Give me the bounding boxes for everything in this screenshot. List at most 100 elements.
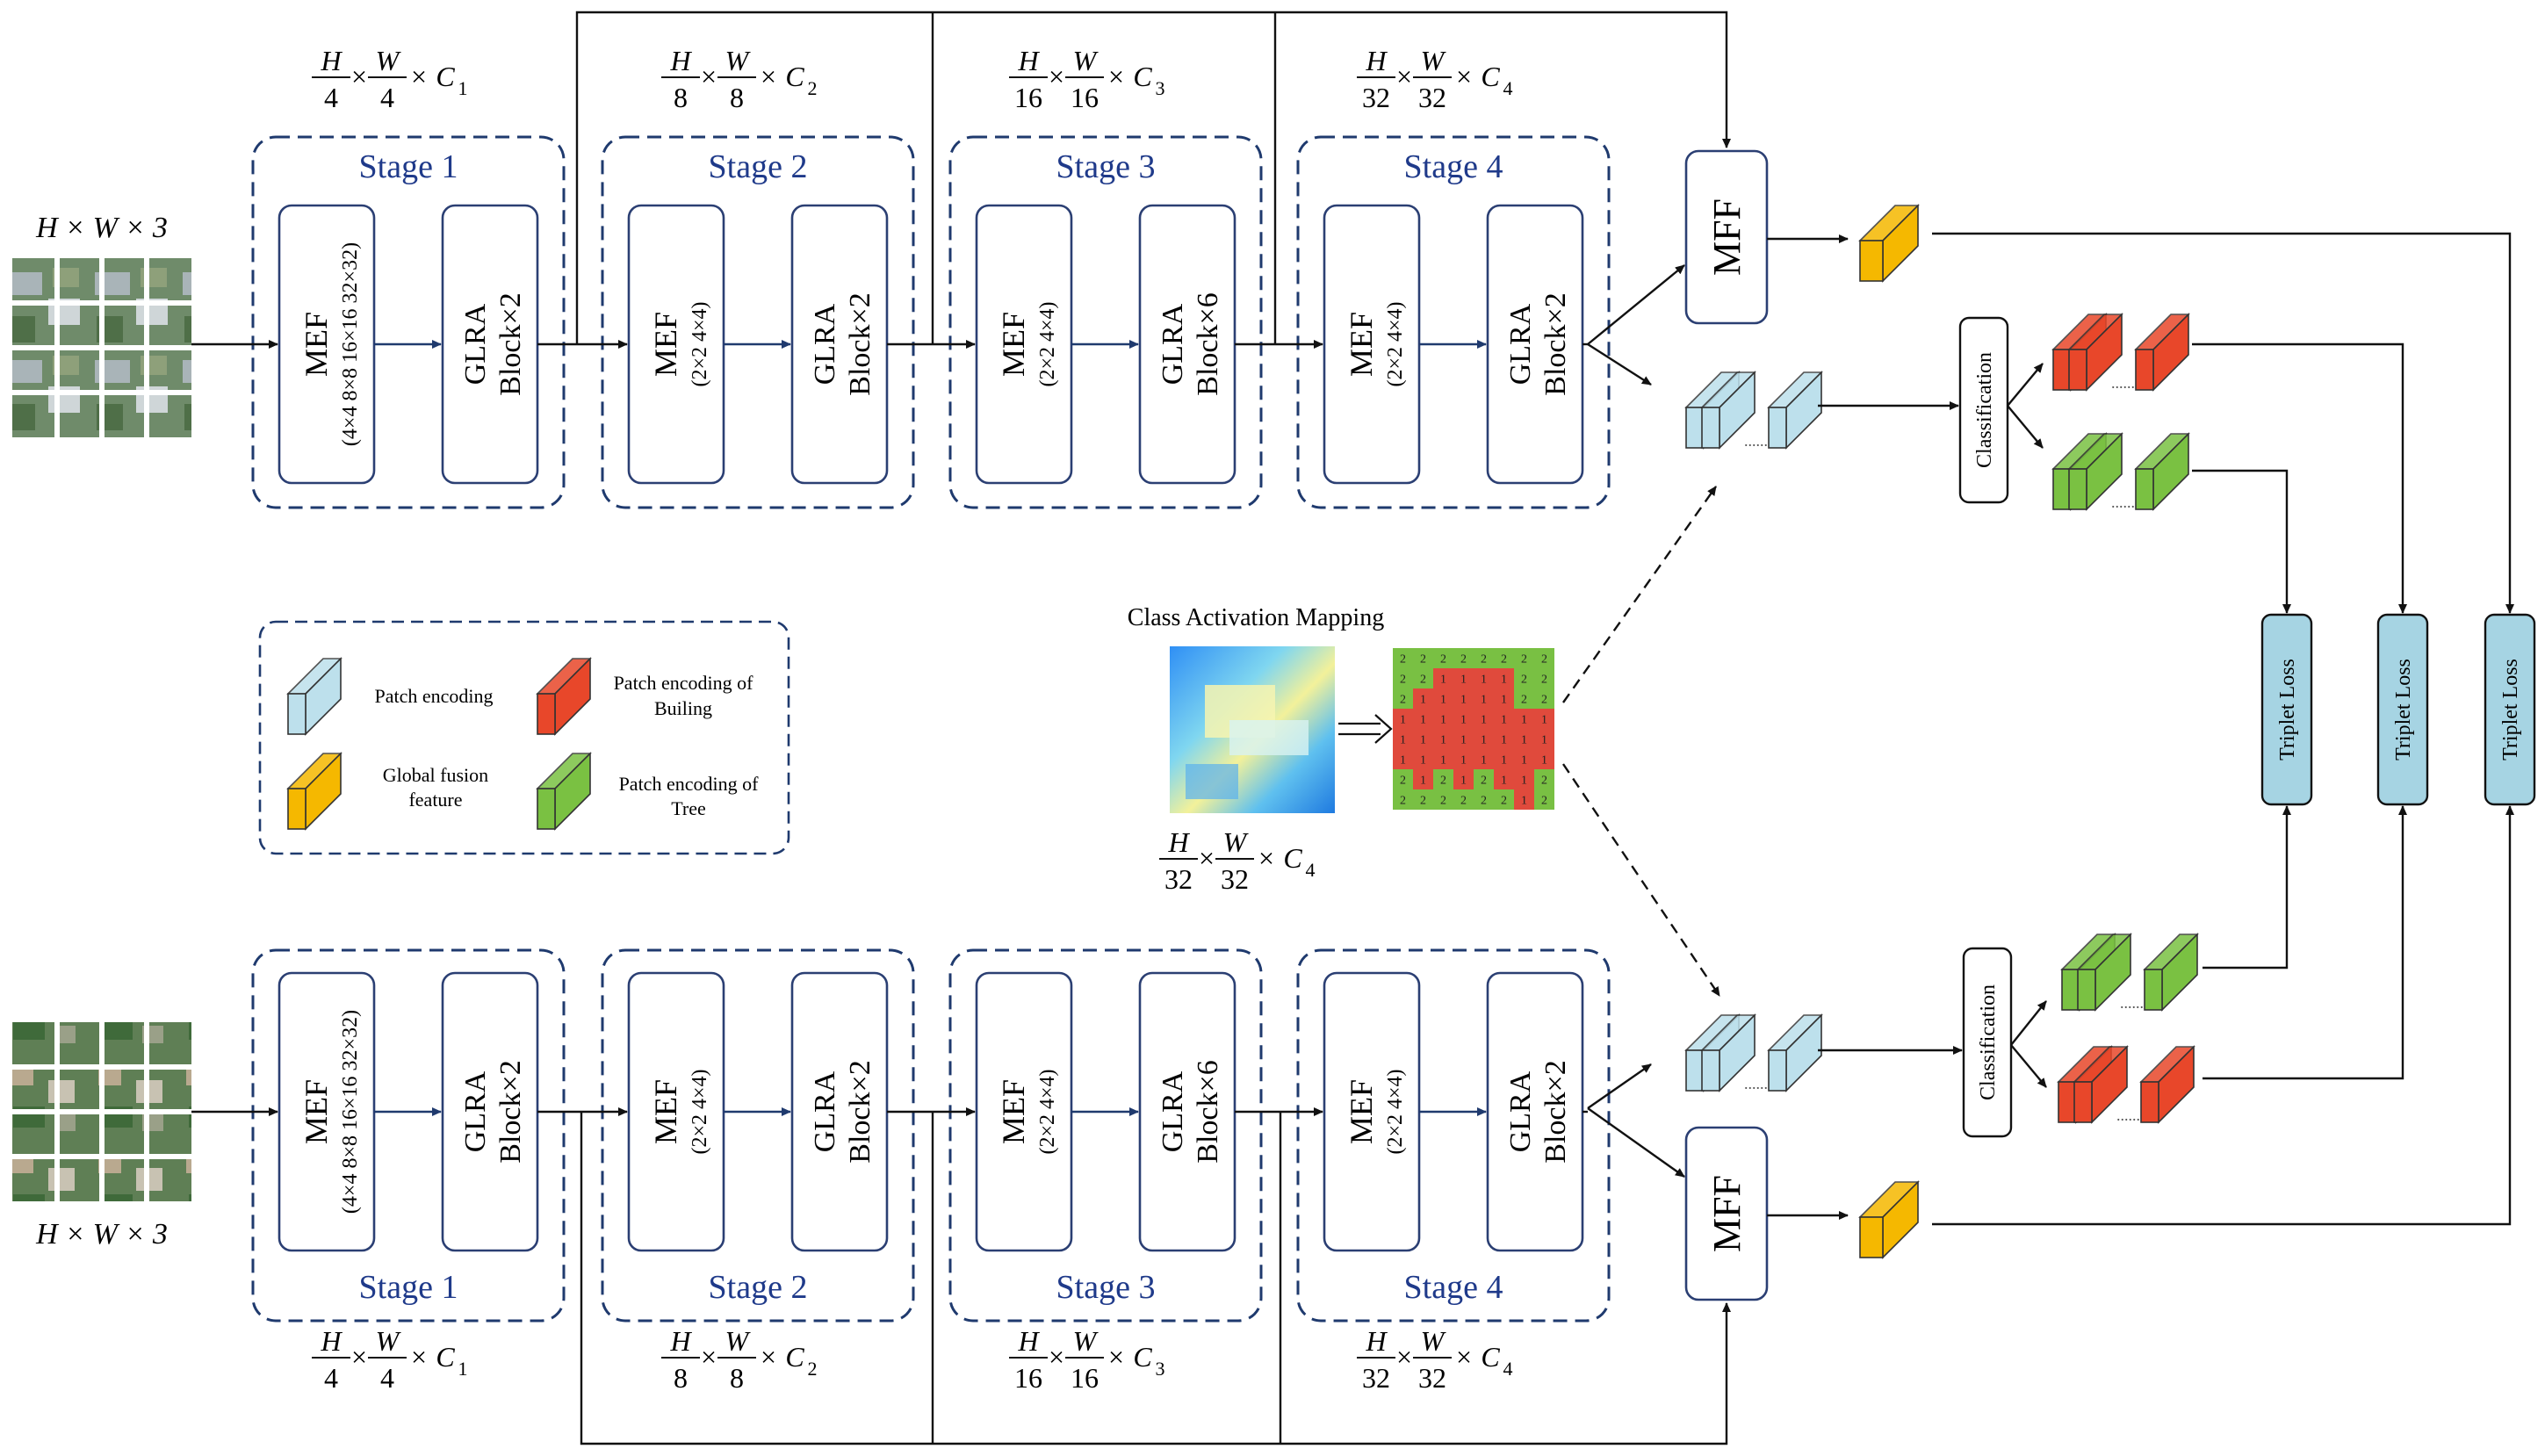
glra-label: GLRA — [459, 303, 492, 385]
cam-cell — [1474, 749, 1494, 769]
input-shape-bottom: H × W × 3 — [35, 1218, 168, 1251]
cam-cell — [1393, 668, 1413, 688]
cam-cell-label: 1 — [1460, 734, 1467, 747]
cam-cell — [1433, 668, 1453, 688]
triplet-loss-label-1: Triplet Loss — [2276, 659, 2299, 760]
cam-cell-label: 2 — [1420, 653, 1426, 667]
cam-cell-label: 2 — [1460, 653, 1467, 667]
cam-cell — [1474, 729, 1494, 749]
mef-sub: (2×2 4×4) — [1384, 301, 1407, 386]
cam-dashed-arrows — [1562, 486, 1720, 997]
triplet-loss-label-2: Triplet Loss — [2392, 659, 2415, 760]
stage-title: Stage 2 — [709, 1269, 808, 1306]
top-stage4-split — [1587, 264, 1685, 386]
cam-cell-label: 2 — [1481, 653, 1487, 667]
cam-cell-label: 1 — [1420, 754, 1426, 768]
cam-cell-label: 2 — [1440, 795, 1446, 808]
mff-label-top: MFF — [1705, 198, 1748, 276]
cam-cell — [1494, 749, 1514, 769]
stage-title: Stage 3 — [1056, 148, 1156, 185]
triplet-loss-label-3: Triplet Loss — [2499, 659, 2522, 760]
cam-cell-label: 1 — [1521, 795, 1527, 808]
fraction-h-den: 4 — [324, 1362, 338, 1394]
fraction-h-den: 32 — [1164, 863, 1193, 895]
glra-label: GLRA — [1504, 303, 1537, 385]
stage-title: Stage 4 — [1404, 1269, 1503, 1306]
fraction-c: C — [785, 1341, 804, 1373]
patch-encoding-bottom-block — [1767, 1013, 1823, 1092]
cam-cell — [1494, 668, 1514, 688]
cam-cell — [1413, 769, 1433, 789]
fraction-h: H — [669, 1325, 692, 1357]
cam-cell-label: 1 — [1501, 714, 1507, 727]
patch-encoding-top-block — [1767, 371, 1823, 450]
legend: Patch encoding Patch encoding of Builing… — [258, 620, 790, 855]
cam-cell — [1433, 688, 1453, 709]
glra-sub: Block×2 — [1539, 1060, 1572, 1163]
cam-cell — [1494, 688, 1514, 709]
fraction-h: H — [669, 45, 692, 76]
ellipsis: ...... — [2111, 494, 2135, 511]
cam-cell — [1393, 729, 1413, 749]
input-image-top — [12, 258, 191, 437]
fraction-w: W — [1421, 45, 1447, 76]
cam-cell-label: 2 — [1501, 795, 1507, 808]
fraction-w: W — [1421, 1325, 1447, 1357]
cam-cell — [1474, 789, 1494, 810]
fraction-h: H — [1365, 45, 1388, 76]
fraction-times: × — [701, 1341, 717, 1373]
fraction-w-den: 16 — [1071, 82, 1099, 113]
cam-title: Class Activation Mapping — [1128, 604, 1384, 631]
cam-cell — [1393, 688, 1413, 709]
mef-sub: (4×4 8×8 16×16 32×32) — [339, 1010, 362, 1214]
glra-label: GLRA — [1504, 1070, 1537, 1152]
fraction-times: × — [351, 1341, 367, 1373]
patch-encoding-bottom-block — [1700, 1013, 1756, 1092]
cam-cell-label: 2 — [1400, 653, 1406, 667]
cam-cell — [1413, 668, 1433, 688]
mef-label: MEF — [299, 1079, 334, 1144]
cam-cell-label: 2 — [1420, 674, 1426, 687]
cam-cell — [1514, 648, 1534, 668]
fraction-c-sub: 4 — [1503, 1358, 1513, 1380]
cam-cell — [1494, 648, 1514, 668]
cam-cell-label: 2 — [1420, 795, 1426, 808]
fraction-c: C — [785, 61, 804, 92]
cam-cell-label: 1 — [1440, 754, 1446, 768]
glra-label: GLRA — [1157, 1070, 1189, 1152]
cam-cell — [1413, 749, 1433, 769]
mef-sub: (2×2 4×4) — [1036, 301, 1059, 386]
fraction-h: H — [1017, 45, 1040, 76]
fraction-c: C — [1133, 1341, 1152, 1373]
right-connectors — [1767, 232, 2514, 1226]
patch-encoding-top-block — [1700, 371, 1756, 450]
cam-cell — [1474, 709, 1494, 729]
cam-cell-label: 1 — [1481, 754, 1487, 768]
legend-building-block — [536, 657, 592, 736]
fraction-w: W — [1073, 45, 1099, 76]
fraction-c-sub: 2 — [808, 1358, 818, 1380]
fraction-w: W — [376, 45, 402, 76]
cam-cell — [1393, 709, 1413, 729]
cam-cell — [1514, 749, 1534, 769]
cam-cell — [1514, 688, 1534, 709]
cam-cell — [1474, 668, 1494, 688]
cam-cell — [1474, 688, 1494, 709]
cam-cell-label: 2 — [1400, 694, 1406, 707]
cam-cell — [1433, 749, 1453, 769]
glra-sub: Block×6 — [1192, 292, 1224, 395]
classification-box-bottom: Classification — [1962, 947, 2013, 1138]
fraction-c: C — [436, 61, 455, 92]
fraction-c: C — [1481, 61, 1500, 92]
building-encoding-top-block — [2134, 313, 2190, 392]
classification-label-bottom: Classification — [1977, 984, 2000, 1100]
mef-sub: (2×2 4×4) — [689, 1069, 711, 1154]
glra-sub: Block×2 — [844, 292, 876, 395]
cam-cell-label: 2 — [1501, 653, 1507, 667]
